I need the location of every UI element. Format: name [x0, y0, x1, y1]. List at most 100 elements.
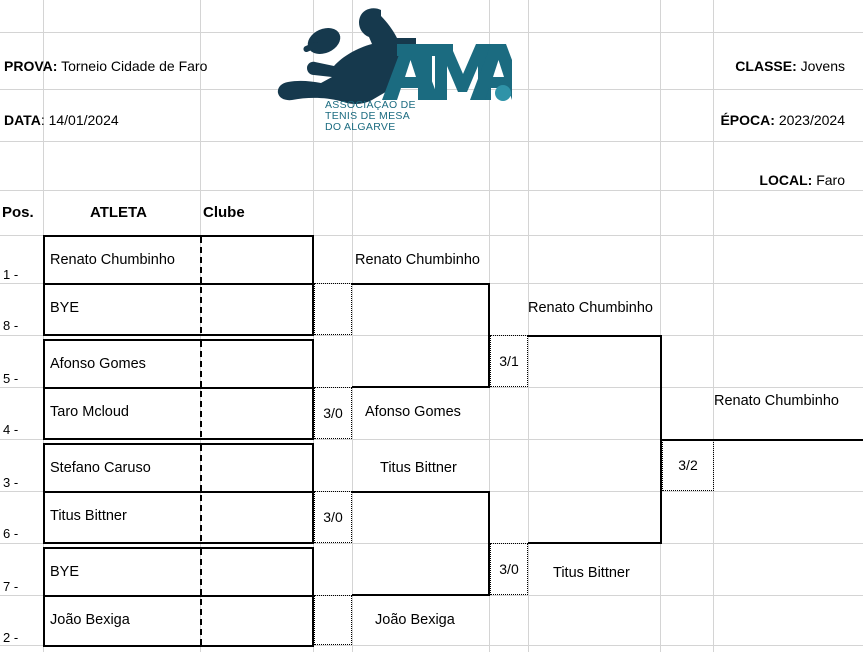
- r3-winner-name: Renato Chumbinho: [528, 300, 653, 316]
- data-value: : 14/01/2024: [40, 112, 119, 128]
- r1-player-name: Stefano Caruso: [50, 460, 151, 476]
- r1-atleta-clube-separator: [200, 445, 202, 541]
- epoca-field: ÉPOCA: 2023/2024: [720, 113, 845, 127]
- r2-winner-name: Titus Bittner: [380, 460, 457, 476]
- prova-field: PROVA: Torneio Cidade de Faro: [4, 59, 207, 73]
- r1-box-mid: [43, 283, 314, 285]
- r1-box-bottom: [43, 334, 314, 336]
- gridline-h: [0, 335, 863, 336]
- gridline-v: [713, 0, 714, 652]
- r1-player-seed: 2 -: [3, 630, 19, 645]
- r2-connector-right: [488, 491, 490, 596]
- r2-connector-bottom: [352, 386, 490, 388]
- epoca-label: ÉPOCA:: [720, 112, 775, 128]
- r1-box-right: [312, 547, 314, 647]
- r1-player-seed: 8 -: [3, 318, 19, 333]
- r1-box-left: [43, 443, 45, 544]
- logo-line3: DO ALGARVE: [325, 121, 396, 132]
- r1-player-name: Renato Chumbinho: [50, 252, 175, 268]
- r3-connector-right: [660, 335, 662, 544]
- r1-player-seed: 4 -: [3, 422, 19, 437]
- gridline-v: [352, 0, 353, 652]
- gridline-h: [0, 141, 863, 142]
- r1-box-top: [43, 235, 314, 237]
- r1-player-name: BYE: [50, 564, 80, 580]
- r1-box-left: [43, 547, 45, 647]
- r1-player-seed: 7 -: [3, 579, 19, 594]
- column-header-clube: Clube: [203, 204, 245, 221]
- r1-box-mid: [43, 387, 314, 389]
- r3-score-cell[interactable]: 3/0: [490, 543, 528, 595]
- r1-player-name: BYE: [50, 300, 80, 316]
- r3-winner-name: Titus Bittner: [553, 565, 630, 581]
- r2-winner-name: Renato Chumbinho: [355, 252, 480, 268]
- r3-score-cell[interactable]: 3/1: [490, 335, 528, 387]
- prova-label: PROVA:: [4, 58, 58, 74]
- r1-player-seed: 5 -: [3, 371, 19, 386]
- gridline-v: [660, 0, 661, 652]
- final-winner-name: Renato Chumbinho: [714, 393, 839, 409]
- classe-value: Jovens: [800, 58, 845, 74]
- r1-box-left: [43, 235, 45, 336]
- r1-player-name: João Bexiga: [50, 612, 130, 628]
- gridline-h: [0, 543, 863, 544]
- r1-box-right: [312, 443, 314, 544]
- gridline-h: [0, 235, 863, 236]
- atma-wordmark: [382, 44, 512, 100]
- r1-player-name: Taro Mcloud: [50, 404, 129, 420]
- player-silhouette-icon: [277, 8, 416, 104]
- r1-box-left: [43, 339, 45, 440]
- column-header-pos: Pos.: [2, 204, 34, 221]
- column-header-atleta: ATLETA: [90, 204, 147, 221]
- r1-box-top: [43, 339, 314, 341]
- epoca-value: 2023/2024: [778, 112, 845, 128]
- r1-atleta-clube-separator: [200, 549, 202, 645]
- final-connector-top: [662, 439, 863, 441]
- r1-box-bottom: [43, 542, 314, 544]
- r1-atleta-clube-separator: [200, 237, 202, 333]
- r1-box-top: [43, 547, 314, 549]
- r2-score-cell[interactable]: 3/0: [314, 491, 352, 543]
- r2-score-cell[interactable]: 3/0: [314, 387, 352, 439]
- gridline-h: [0, 190, 863, 191]
- classe-label: CLASSE:: [735, 58, 797, 74]
- r1-box-mid: [43, 491, 314, 493]
- gridline-v: [528, 0, 529, 652]
- gridline-h: [0, 32, 863, 33]
- logo-line2: TENIS DE MESA: [325, 110, 410, 122]
- r1-player-seed: 1 -: [3, 267, 19, 282]
- r2-connector-top: [352, 283, 490, 285]
- r2-connector-bottom: [352, 594, 490, 596]
- r2-score-cell[interactable]: [314, 283, 352, 335]
- r1-box-top: [43, 443, 314, 445]
- r2-winner-name: Afonso Gomes: [365, 404, 461, 420]
- r2-winner-name: João Bexiga: [375, 612, 455, 628]
- classe-field: CLASSE: Jovens: [735, 59, 845, 73]
- r2-connector-right: [488, 283, 490, 388]
- r1-box-right: [312, 235, 314, 336]
- r1-player-seed: 3 -: [3, 475, 19, 490]
- r1-player-name: Titus Bittner: [50, 508, 127, 524]
- local-field: LOCAL: Faro: [759, 173, 845, 187]
- atma-logo: ASSOCIAÇÃO DE TENIS DE MESA DO ALGARVE: [277, 4, 512, 132]
- data-field: DATA: 14/01/2024: [4, 113, 119, 127]
- r1-box-right: [312, 339, 314, 440]
- prova-value: Torneio Cidade de Faro: [61, 58, 208, 74]
- r1-box-bottom: [43, 438, 314, 440]
- final-score-cell[interactable]: 3/2: [662, 439, 714, 491]
- r2-score-cell[interactable]: [314, 595, 352, 645]
- r3-connector-top: [528, 335, 662, 337]
- r2-connector-top: [352, 491, 490, 493]
- logo-dot: [495, 85, 511, 101]
- gridline-h: [0, 645, 863, 646]
- r1-player-seed: 6 -: [3, 526, 19, 541]
- data-label: DATA: [4, 112, 41, 128]
- gridline-h: [0, 439, 863, 440]
- r1-player-name: Afonso Gomes: [50, 356, 146, 372]
- logo-line1: ASSOCIAÇÃO DE: [325, 98, 416, 111]
- local-label: LOCAL:: [759, 172, 813, 188]
- r3-connector-bottom: [528, 542, 662, 544]
- r1-box-bottom: [43, 645, 314, 647]
- r1-atleta-clube-separator: [200, 341, 202, 437]
